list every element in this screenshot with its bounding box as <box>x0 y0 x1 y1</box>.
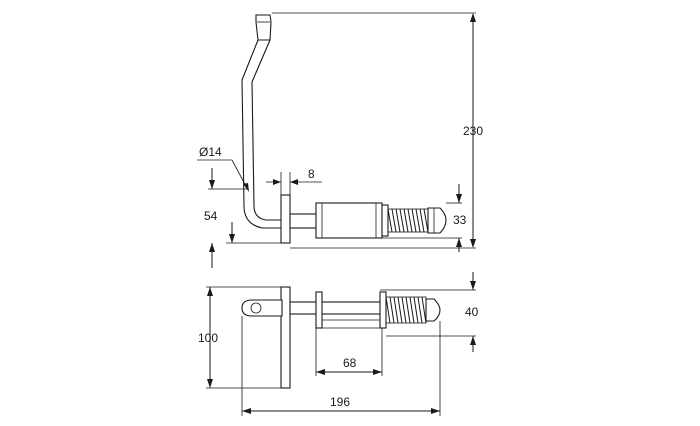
handle-grip <box>255 14 272 41</box>
plate-plan <box>280 286 291 389</box>
guide-bracket <box>315 291 323 329</box>
plan-view <box>241 286 441 389</box>
label-68: 68 <box>343 356 357 370</box>
handle-pin <box>250 302 262 314</box>
dim-8: 8 <box>266 167 322 195</box>
dim-diameter: Ø14 <box>197 145 249 192</box>
label-54: 54 <box>204 209 218 223</box>
label-196: 196 <box>330 395 350 409</box>
side-view <box>241 14 447 244</box>
dim-33: 33 <box>382 184 467 252</box>
end-nut <box>427 207 447 234</box>
label-diameter: Ø14 <box>199 145 222 159</box>
dim-40: 40 <box>380 272 479 352</box>
dim-54: 54 <box>204 168 281 268</box>
label-40: 40 <box>465 305 479 319</box>
handle-loop <box>241 299 283 317</box>
handle-rod <box>241 39 283 229</box>
spring-coils <box>387 208 429 233</box>
dim-230: 230 <box>272 12 483 249</box>
label-100: 100 <box>198 331 218 345</box>
nut-plan <box>425 298 441 322</box>
dim-100: 100 <box>198 286 281 389</box>
rod-plan <box>289 301 383 315</box>
label-33: 33 <box>453 213 467 227</box>
mounting-plate <box>280 194 291 244</box>
spring-plan <box>385 296 427 324</box>
bolt-body <box>315 202 383 239</box>
spring-collar <box>381 204 389 237</box>
dim-68: 68 <box>315 328 383 376</box>
label-230: 230 <box>463 124 483 138</box>
dim-196: 196 <box>241 316 441 416</box>
label-8: 8 <box>308 167 315 181</box>
collar-plan <box>379 291 387 329</box>
